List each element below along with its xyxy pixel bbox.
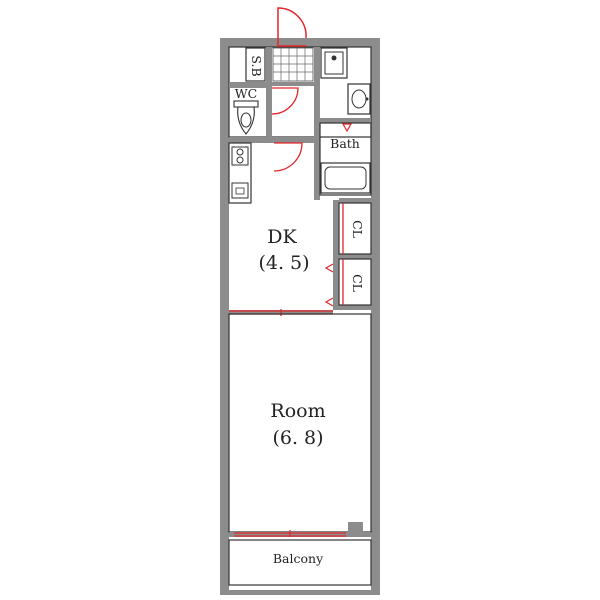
entrance-door [277, 7, 307, 47]
sb-label: S.B [249, 55, 264, 76]
wash-basin-icon [347, 83, 371, 115]
toilet-icon [233, 100, 259, 135]
sb-cabinet [245, 47, 266, 82]
corridor-door [273, 142, 303, 172]
dk-size-label: (4. 5) [258, 252, 309, 274]
closet-upper-label: CL [350, 220, 365, 238]
dk-name-label: DK [267, 226, 297, 248]
bath-area: Bath [229, 118, 372, 200]
room-name-label: Room [270, 400, 325, 422]
closet-lower-label: CL [350, 274, 365, 292]
room-area: Room (6. 8) [228, 313, 372, 536]
top-utility-block: S.B WC [228, 7, 372, 138]
wc-door [271, 87, 299, 115]
kitchen-counter [228, 142, 252, 204]
wc-label: WC [235, 86, 257, 101]
balcony-area: Balcony [228, 537, 372, 590]
laundry-pan-icon [320, 47, 348, 79]
balcony-label: Balcony [273, 551, 324, 566]
bath-label: Bath [330, 136, 360, 151]
room-size-label: (6. 8) [272, 427, 323, 449]
entry-tile-grid [272, 47, 314, 82]
bathtub-icon [320, 162, 371, 194]
